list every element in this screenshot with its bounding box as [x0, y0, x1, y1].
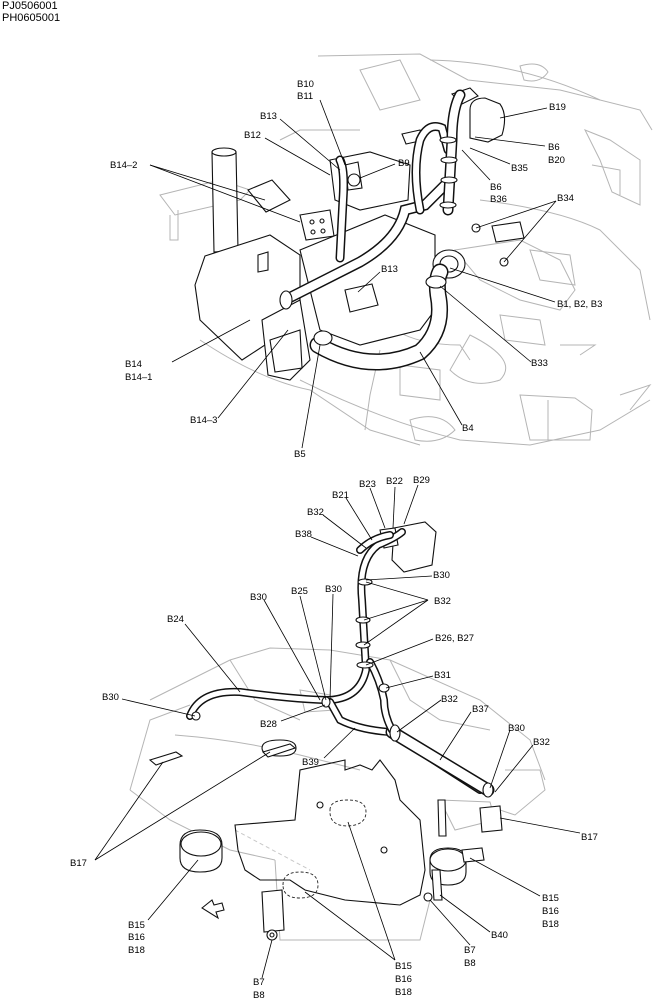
callout-b30-left: B30: [250, 592, 267, 603]
callout-b8-right: B8: [464, 958, 476, 969]
callout-b30-upper: B30: [433, 570, 450, 581]
callout-b15-right: B15: [542, 893, 559, 904]
callout-b32-right: B32: [441, 694, 458, 705]
callout-b23: B23: [359, 479, 376, 490]
callout-b34: B34: [557, 193, 574, 204]
top-leader-lines: [149, 99, 557, 449]
callout-b7-right: B7: [464, 945, 476, 956]
callout-b16-left: B16: [128, 932, 145, 943]
callout-b14-3: B14–3: [190, 415, 217, 426]
callout-b5: B5: [294, 449, 306, 460]
callout-b31: B31: [434, 670, 451, 681]
callout-b30-far-left: B30: [102, 692, 119, 703]
callout-b15-left: B15: [128, 920, 145, 931]
callout-b21: B21: [332, 490, 349, 501]
callout-b14: B14: [125, 359, 142, 370]
callout-b40: B40: [491, 930, 508, 941]
callout-b30-right: B30: [508, 723, 525, 734]
callout-b11: B11: [297, 91, 313, 102]
top-callouts: B10 B11 B19 B13 B12 B9 B6 B20 B14–2 B35 …: [110, 79, 602, 460]
callout-b9: B9: [398, 158, 410, 169]
callout-b18-right: B18: [542, 919, 559, 930]
callout-b12: B12: [244, 130, 261, 141]
top-assembly-view: B10 B11 B19 B13 B12 B9 B6 B20 B14–2 B35 …: [110, 53, 653, 460]
callout-b16-center: B16: [395, 974, 412, 985]
callout-b28: B28: [260, 719, 277, 730]
callout-b7-left: B7: [253, 977, 265, 988]
bottom-callouts: B23 B22 B29 B21 B32 B38 B30 B30 B25 B30 …: [70, 475, 598, 1000]
bottom-assembly-view: B23 B22 B29 B21 B32 B38 B30 B30 B25 B30 …: [70, 475, 598, 1000]
callout-b6-lower: B6: [490, 182, 502, 193]
callout-b10: B10: [297, 79, 314, 90]
callout-b14-1: B14–1: [125, 372, 152, 383]
callout-b18-left: B18: [128, 945, 145, 956]
callout-b32-clamps: B32: [434, 596, 451, 607]
callout-b20: B20: [548, 155, 565, 166]
callout-b25: B25: [291, 586, 308, 597]
drawing-code-2: PH0605001: [2, 12, 61, 24]
callout-b37: B37: [472, 704, 489, 715]
drawing-code-1: PJ0506001: [2, 0, 58, 12]
callout-b6: B6: [548, 142, 560, 153]
callout-b30-mid: B30: [325, 584, 342, 595]
callout-b32-far-right: B32: [533, 737, 550, 748]
callout-b26-b27: B26, B27: [435, 633, 474, 644]
callout-b38: B38: [295, 529, 312, 540]
callout-b15-center: B15: [395, 961, 412, 972]
callout-b13: B13: [260, 111, 277, 122]
callout-b4: B4: [462, 423, 474, 434]
callout-b17-left: B17: [70, 858, 87, 869]
callout-b36: B36: [490, 194, 507, 205]
callout-b19: B19: [549, 102, 566, 113]
callout-b22: B22: [386, 476, 403, 487]
callout-b16-right: B16: [542, 906, 559, 917]
callout-b8-left: B8: [253, 990, 265, 1000]
callout-b33: B33: [531, 358, 548, 369]
callout-b1-b2-b3: B1, B2, B3: [557, 299, 602, 310]
callout-b13-lower: B13: [381, 264, 398, 275]
callout-b24: B24: [167, 614, 184, 625]
bottom-hoses: [186, 528, 495, 798]
callout-b18-center: B18: [395, 987, 412, 998]
callout-b17-right: B17: [581, 832, 598, 843]
callout-b14-2: B14–2: [110, 160, 137, 171]
top-structure: [194, 87, 525, 381]
callout-b32-top: B32: [307, 507, 324, 518]
callout-b29: B29: [413, 475, 430, 486]
top-hoses: [279, 89, 466, 371]
callout-b35: B35: [511, 163, 528, 174]
bottom-leader-lines: [94, 484, 581, 979]
callout-b39: B39: [302, 757, 319, 768]
